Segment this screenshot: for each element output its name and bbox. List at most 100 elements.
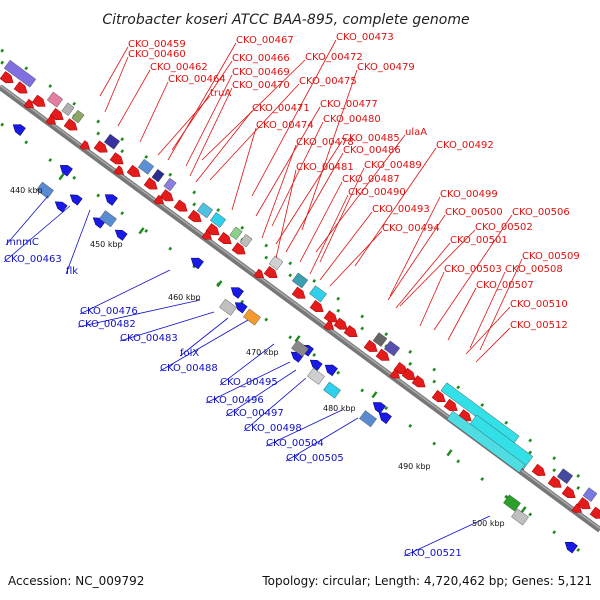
feature-box [383,340,401,357]
reverse-gene-arrow [564,541,578,554]
leader-line [433,214,513,331]
tick-mark [96,119,101,124]
forward-gene-arrow [113,165,124,175]
kbp-label: 490 kbp [398,462,431,471]
feature-box [291,272,309,289]
leader-line [469,271,506,349]
reverse-gene-arrow [190,257,204,270]
feature-box [103,133,121,150]
topology-text: Topology: circular; Length: 4,720,462 bp… [261,574,592,588]
leader-line [301,69,358,231]
tick-mark [432,379,437,384]
reverse-gene-label: CKO_00482 [78,319,136,330]
tick-mark [120,211,125,216]
leader-line [387,214,446,301]
leader-line [5,195,49,246]
tick-mark [48,84,53,89]
forward-gene-label: CKO_00466 [232,53,290,64]
tick-mark [144,228,149,233]
reverse-gene-arrow [54,201,68,213]
forward-gene-arrow [217,232,232,245]
tick-mark [120,137,125,142]
major-tick [58,173,65,181]
forward-gene-label: CKO_00499 [440,189,498,200]
forward-gene-label: CKO_00478 [296,137,354,148]
forward-gene-arrow [323,310,338,323]
forward-gene-label: CKO_00467 [236,35,294,46]
feature-box [582,487,598,502]
forward-gene-arrow [143,177,158,190]
forward-gene-arrow [263,265,278,278]
forward-gene-arrow [547,475,562,488]
forward-gene-arrow [205,223,220,236]
tick-mark [480,477,485,481]
leader-line [195,110,253,183]
leader-line [447,287,477,341]
leader-line [185,74,233,167]
tick-mark [504,420,509,425]
forward-gene-arrow [93,140,108,153]
forward-gene-label: CKO_00501 [450,235,508,246]
forward-gene-label: CKO_00460 [128,49,186,60]
tick-mark [264,255,269,260]
tick-mark [288,261,293,266]
major-tick [446,449,453,457]
leader-line [475,327,511,363]
reverse-gene-arrow [324,364,338,377]
tick-mark [96,193,101,198]
tick-mark [432,441,437,446]
major-tick [520,506,527,514]
reverse-gene-arrow [12,124,26,136]
tick-mark [552,468,557,473]
leader-line [309,194,349,275]
reverse-gene-label: CKO_00463 [4,254,62,265]
forward-gene-arrow [576,497,591,510]
tick-mark [0,48,5,53]
accession-text: Accession: NC_009792 [8,574,144,588]
leader-line [251,39,337,197]
feature-box [323,381,341,399]
tick-mark [72,175,77,180]
tick-mark [24,140,29,145]
tick-mark [96,131,101,136]
forward-gene-label: CKO_00492 [436,140,494,151]
reverse-gene-label: CKO_00495 [220,377,278,388]
tick-mark [240,225,245,230]
forward-gene-arrow [0,71,14,84]
tick-mark [336,370,341,375]
tick-mark [360,326,365,331]
forward-gene-arrow [173,199,188,212]
reverse-gene-arrow [309,359,323,371]
tick-mark [312,279,317,283]
tick-mark [504,494,509,499]
feature-box [291,340,309,357]
tick-mark [48,158,53,163]
reverse-gene-label: CKO_00504 [266,438,324,449]
forward-gene-arrow [333,317,348,330]
forward-gene-arrow [23,98,34,109]
feature-box [61,102,75,116]
tick-mark [456,459,461,464]
tick-mark [24,66,29,71]
leader-line [179,317,229,357]
kbp-label: 480 kbp [323,404,356,413]
forward-gene-label: CKO_00494 [382,223,440,234]
forward-gene-label: CKO_00502 [475,222,533,233]
leader-line [189,87,233,177]
forward-gene-label: CKO_00503 [444,264,502,275]
leader-line [319,211,373,281]
tick-mark [168,246,173,251]
forward-gene-label: CKO_00507 [476,280,534,291]
tick-mark [120,149,125,154]
kbp-label: 440 kbp [10,186,43,195]
reverse-gene-arrow [372,402,386,414]
forward-gene-arrow [49,107,64,120]
tick-mark [288,273,293,278]
forward-gene-arrow [253,268,264,278]
leader-line [3,205,71,263]
leader-line [389,196,441,297]
forward-gene-label: CKO_00500 [445,207,503,218]
reverse-gene-label: folX [180,348,199,359]
tick-mark [288,335,293,340]
